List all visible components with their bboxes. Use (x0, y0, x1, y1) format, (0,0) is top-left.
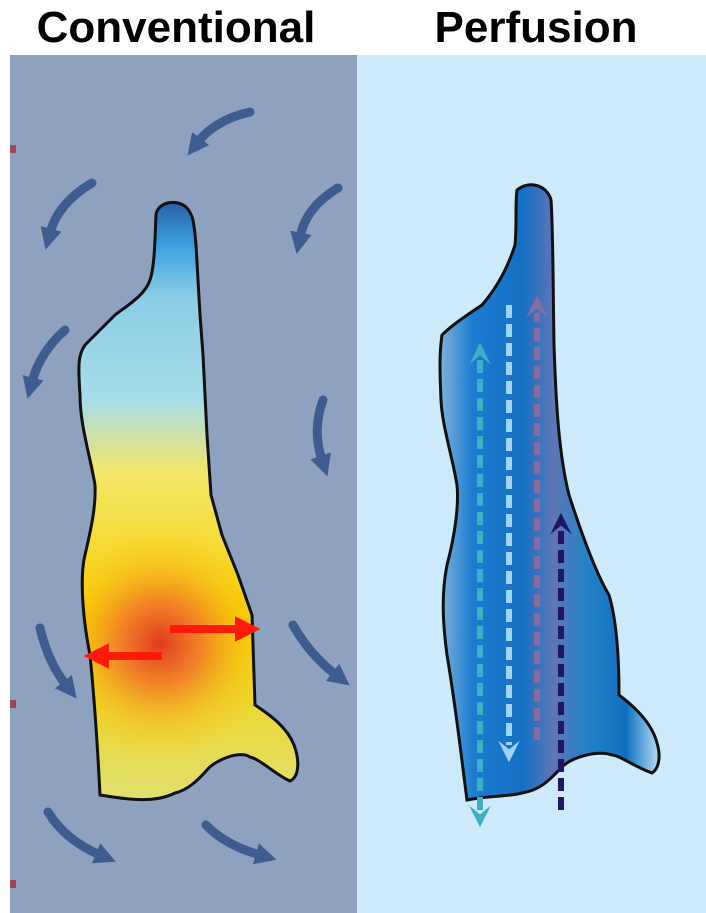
perfusion-title: Perfusion (360, 0, 706, 56)
conventional-diagram (10, 55, 357, 913)
edge-mark (10, 880, 16, 888)
edge-mark (10, 700, 16, 708)
perfusion-panel (357, 55, 706, 913)
perfusion-diagram (357, 55, 706, 913)
edge-mark (10, 145, 16, 153)
conventional-title: Conventional (10, 0, 342, 56)
conventional-panel (10, 55, 357, 913)
